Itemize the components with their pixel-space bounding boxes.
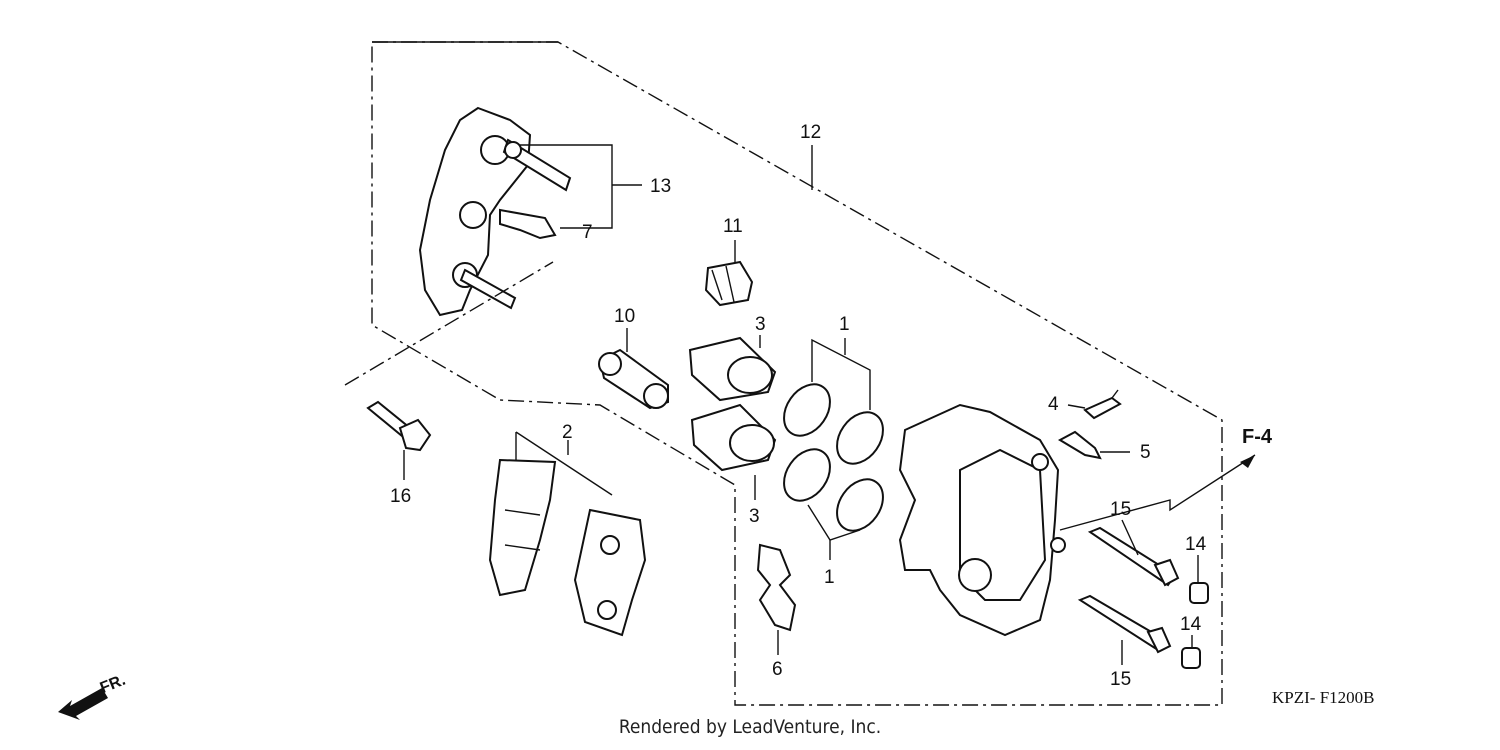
diagram-code: KPZI- F1200B xyxy=(1272,688,1374,707)
caliper-body xyxy=(898,403,1066,637)
pin-cap-upper xyxy=(1189,582,1209,604)
piston-lower xyxy=(690,403,777,472)
render-credit: Rendered by LeadVenture, Inc. xyxy=(618,716,882,738)
callout-3-upper[interactable]: 3 xyxy=(755,314,766,335)
callout-5[interactable]: 5 xyxy=(1140,442,1151,463)
seal-rings xyxy=(783,383,884,532)
boot-11 xyxy=(704,260,754,307)
callout-1-lower[interactable]: 1 xyxy=(824,567,835,588)
caliper-bracket xyxy=(418,106,572,317)
callout-15-lower[interactable]: 15 xyxy=(1110,669,1131,690)
brake-pad-right xyxy=(573,508,647,637)
pad-retainer-7 xyxy=(499,208,557,240)
pin-10 xyxy=(598,348,669,410)
callout-14-lower[interactable]: 14 xyxy=(1180,614,1202,635)
f4-reference-arrow xyxy=(1059,454,1256,531)
pin-bolt-upper xyxy=(1087,526,1180,587)
pin-cap-lower xyxy=(1181,647,1201,669)
callout-4[interactable]: 4 xyxy=(1048,394,1059,415)
piston-upper xyxy=(688,336,777,402)
mounting-bolt-16 xyxy=(366,400,432,452)
callout-13[interactable]: 13 xyxy=(650,176,671,197)
callout-16[interactable]: 16 xyxy=(390,486,411,507)
bleeder-cap-5 xyxy=(1057,430,1102,460)
callout-12[interactable]: 12 xyxy=(800,122,821,143)
pad-spring-6 xyxy=(756,543,797,632)
callout-14-upper[interactable]: 14 xyxy=(1185,534,1207,555)
front-direction-arrow xyxy=(58,688,108,720)
assembly-outline xyxy=(371,41,1223,706)
front-direction-label: FR. xyxy=(98,672,128,697)
callout-11[interactable]: 11 xyxy=(723,216,743,237)
callout-10[interactable]: 10 xyxy=(614,306,635,327)
callout-2[interactable]: 2 xyxy=(562,422,573,443)
callout-15-upper[interactable]: 15 xyxy=(1110,499,1131,520)
bleeder-valve-4 xyxy=(1083,389,1122,420)
callout-6[interactable]: 6 xyxy=(772,659,783,680)
brake-pad-left xyxy=(488,458,557,597)
callout-3-lower[interactable]: 3 xyxy=(749,506,760,527)
pin-bolt-lower xyxy=(1077,594,1172,654)
callout-7[interactable]: 7 xyxy=(582,222,593,243)
callout-1-upper[interactable]: 1 xyxy=(839,314,850,335)
f4-reference-label[interactable]: F-4 xyxy=(1242,426,1273,448)
